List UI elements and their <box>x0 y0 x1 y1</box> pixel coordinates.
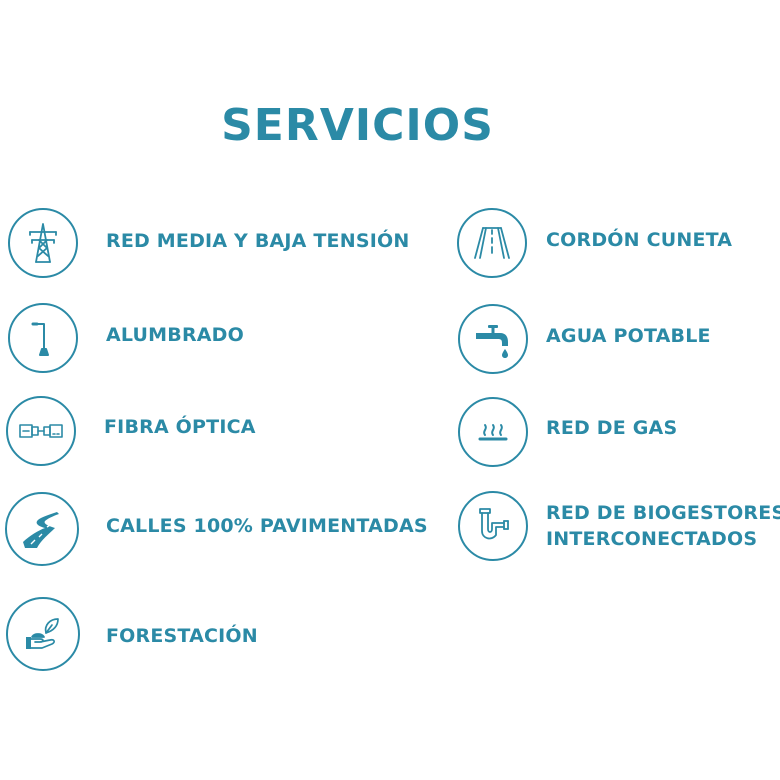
service-label: RED DE GAS <box>546 417 678 439</box>
gas-flame-icon <box>458 397 528 467</box>
service-label: FIBRA ÓPTICA <box>104 416 256 438</box>
service-label: RED DE BIOGESTORES INTERCONECTADOS <box>546 500 780 552</box>
service-label: RED MEDIA Y BAJA TENSIÓN <box>106 230 410 252</box>
service-label-line2: INTERCONECTADOS <box>546 528 758 550</box>
paved-road-icon <box>5 492 79 566</box>
service-label: ALUMBRADO <box>106 324 245 346</box>
water-faucet-icon <box>458 304 528 374</box>
service-label: AGUA POTABLE <box>546 325 711 347</box>
road-curb-icon <box>457 208 527 278</box>
service-label: CALLES 100% PAVIMENTADAS <box>106 515 428 537</box>
biodigester-pipes-icon <box>458 491 528 561</box>
fiber-optic-cable-icon <box>6 396 76 466</box>
planting-hand-icon <box>6 597 80 671</box>
power-tower-icon <box>8 208 78 278</box>
service-label: FORESTACIÓN <box>106 625 258 647</box>
street-lamp-icon <box>8 303 78 373</box>
page-title: SERVICIOS <box>221 100 494 151</box>
service-label: CORDÓN CUNETA <box>546 229 733 251</box>
service-label-line1: RED DE BIOGESTORES <box>546 502 780 524</box>
